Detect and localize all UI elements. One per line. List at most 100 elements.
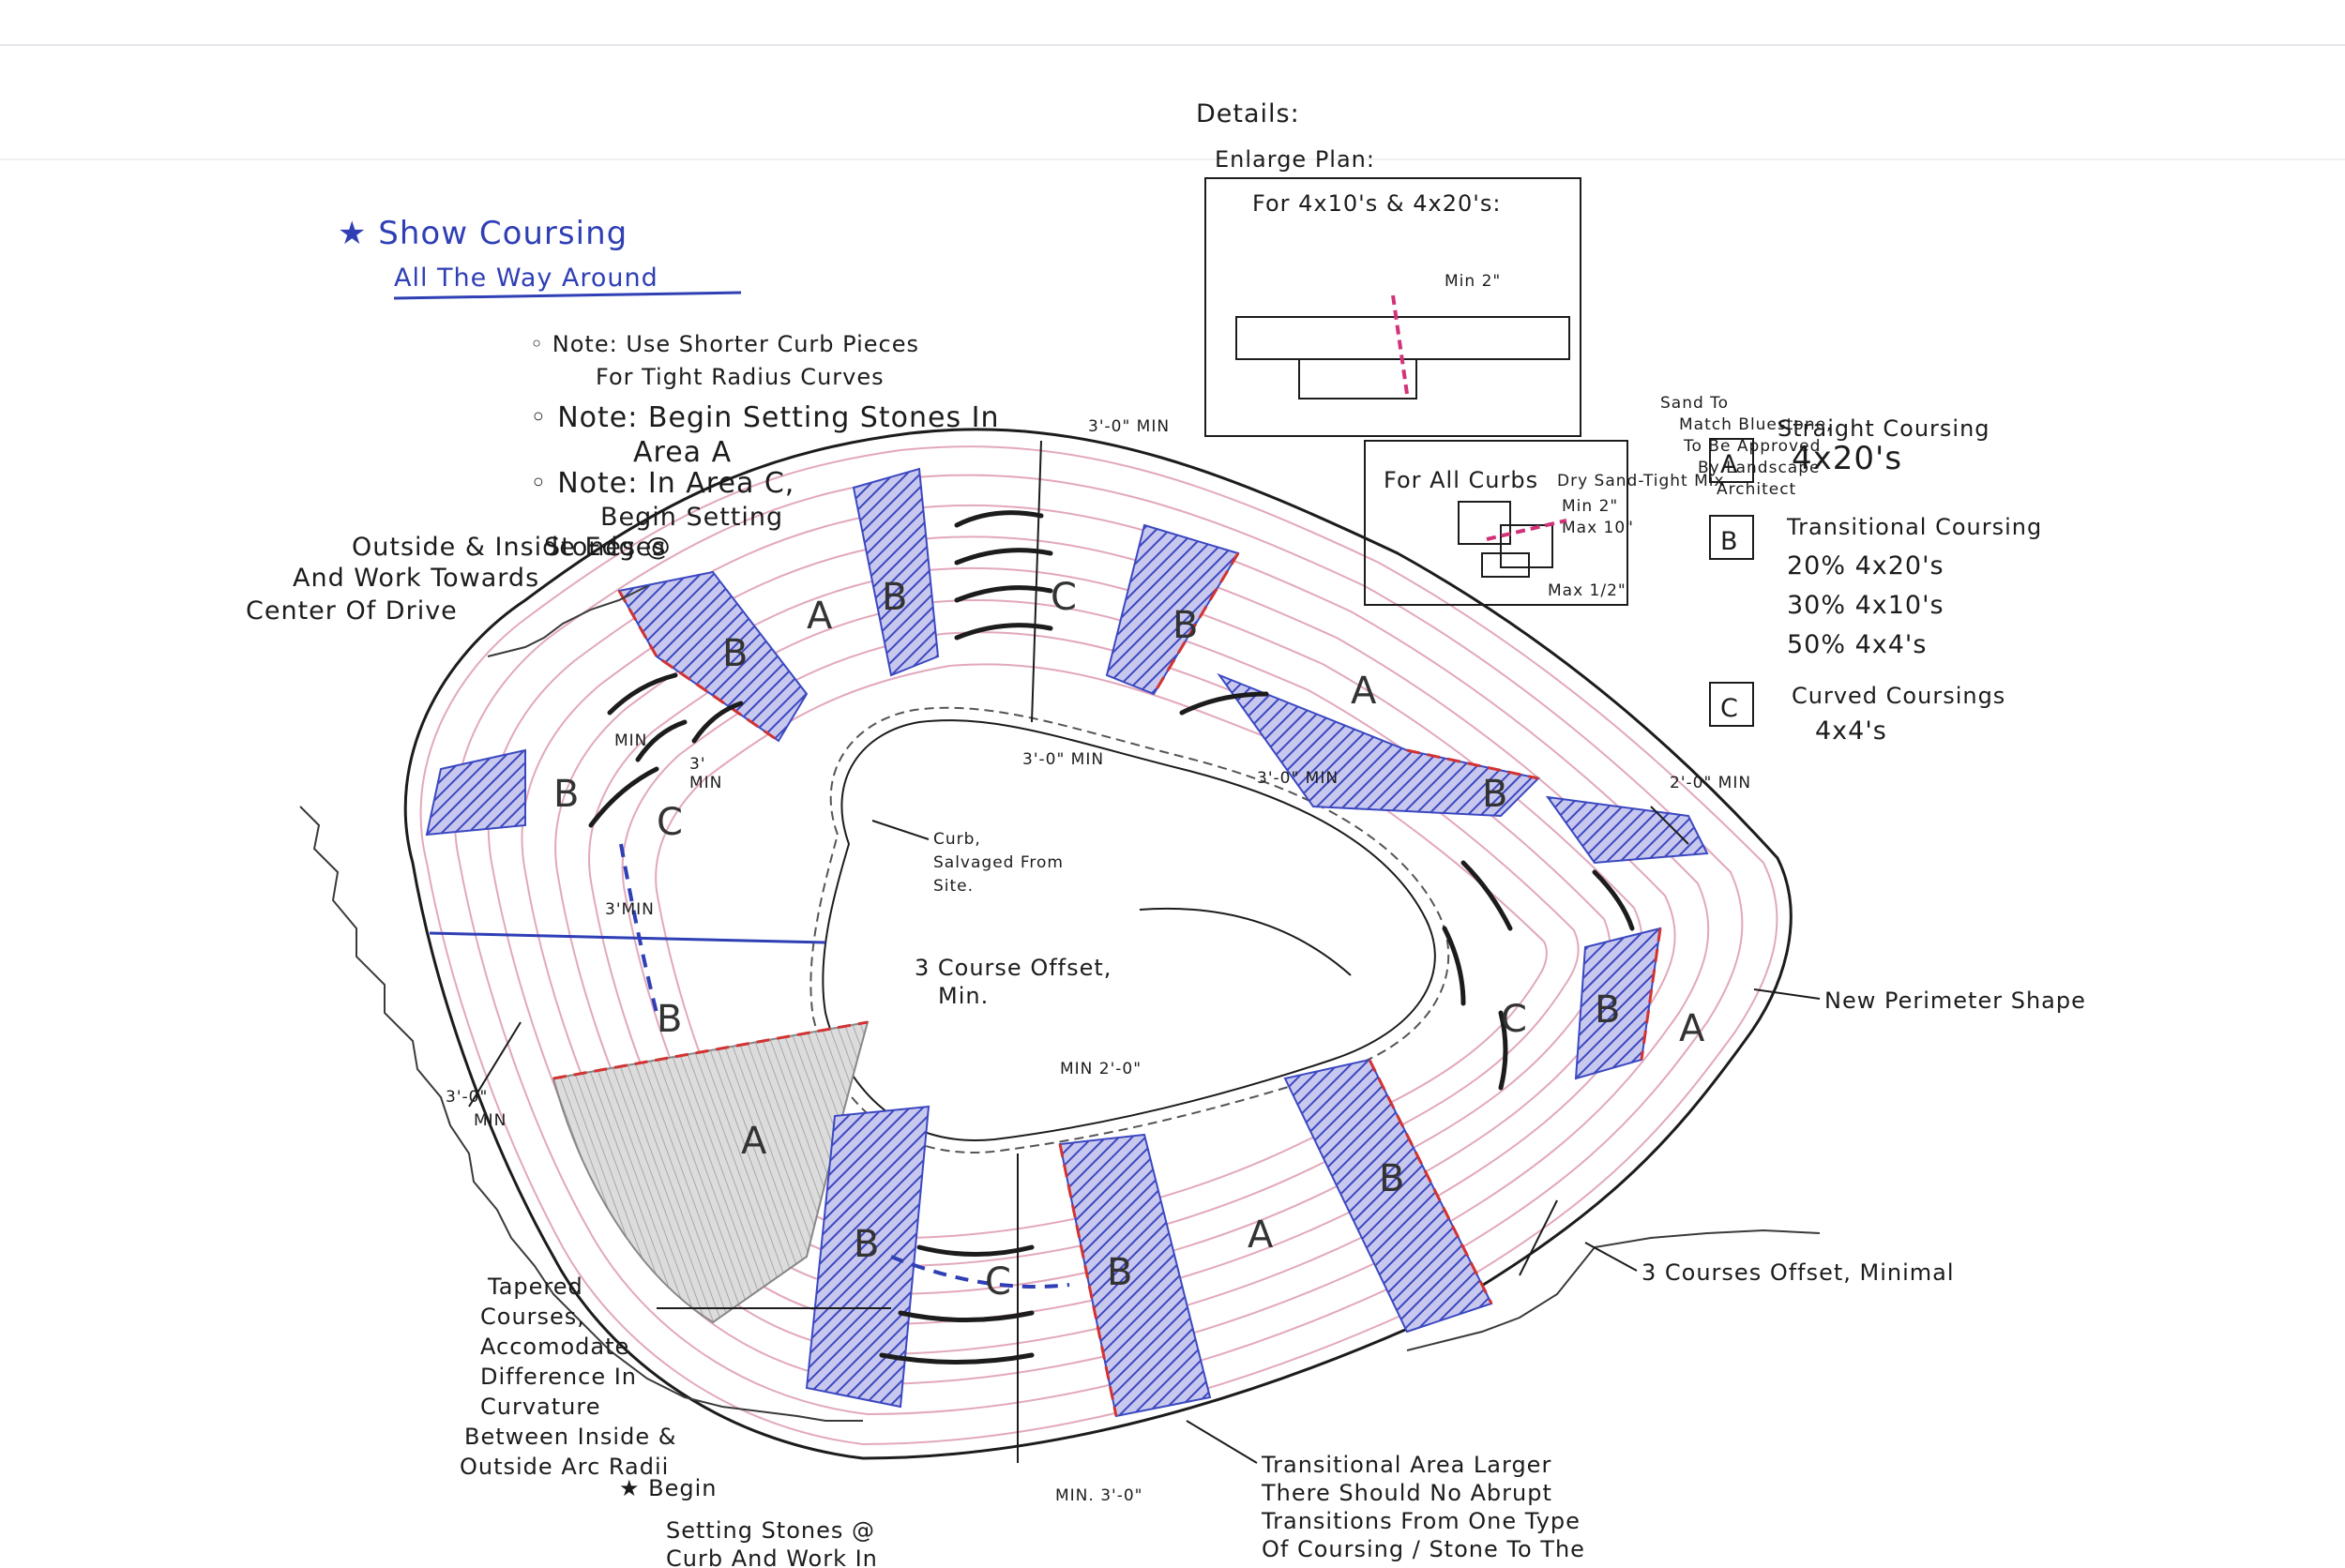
- offset-label: 3 Course Offset,: [915, 955, 1112, 981]
- begin-label: ★ Begin: [619, 1475, 718, 1501]
- dash-line-left: [619, 843, 658, 1014]
- detail-box1-label: For 4x10's & 4x20's:: [1252, 190, 1501, 217]
- transitional-zones: [425, 467, 1709, 1418]
- area-label: A: [807, 595, 833, 638]
- sand-note: Sand To: [1660, 394, 1729, 413]
- sand-note: To Be Approved: [1683, 437, 1821, 456]
- note3-line6: Center Of Drive: [246, 596, 458, 626]
- note3-line5: And Work Towards: [293, 564, 539, 593]
- dim-label: 3'-0": [446, 1088, 488, 1107]
- leader-line: [1584, 1242, 1638, 1272]
- legend-key: C: [1720, 694, 1739, 723]
- begin-label: Setting Stones @: [666, 1517, 875, 1544]
- detail-box2-note2: Min 2": [1562, 497, 1618, 516]
- area-label: C: [657, 801, 684, 844]
- detail-box1-min: Min 2": [1445, 272, 1501, 291]
- details-title: Details:: [1196, 99, 1300, 128]
- dim-label: MIN: [614, 731, 647, 750]
- legend-key-box: [1709, 438, 1754, 483]
- tapered-label: Curvature: [480, 1394, 600, 1420]
- detail-box-1: [1204, 177, 1581, 437]
- dim-label: MIN: [689, 774, 722, 792]
- min-joint-mark: [1391, 294, 1409, 395]
- zone-b-right: [1217, 672, 1541, 818]
- legend-text: Curved Coursings: [1792, 683, 2005, 709]
- note3-line4: Outside & Inside Edges: [352, 533, 666, 562]
- dim-label: MIN 2'-0": [1060, 1060, 1142, 1078]
- area-label: A: [1351, 670, 1377, 713]
- zone-b-top-right: [1105, 523, 1240, 696]
- leader-line: [871, 820, 930, 840]
- transitional-label: Of Coursing / Stone To The: [1262, 1536, 1585, 1562]
- area-label: B: [1482, 773, 1508, 816]
- curb-joint-mark: [1486, 519, 1567, 541]
- sand-note: By Landscape: [1698, 459, 1820, 477]
- dim-label: MIN: [474, 1111, 507, 1130]
- legend-text: 30% 4x10's: [1787, 591, 1944, 620]
- legend-text: 50% 4x4's: [1787, 630, 1927, 659]
- curb-label: Curb,: [933, 830, 981, 849]
- star-note: ★ Show Coursing All The Way Around: [338, 215, 742, 300]
- underline: [393, 291, 742, 300]
- star-note-line2: All The Way Around: [394, 264, 658, 293]
- area-label: B: [722, 632, 749, 675]
- zone-b-bottom-left: [805, 1105, 930, 1409]
- section-line-left: [429, 931, 826, 944]
- tapered-label: Tapered: [487, 1274, 583, 1300]
- legend-key-box: [1709, 515, 1754, 560]
- offset-label: Min.: [938, 983, 989, 1009]
- area-label: A: [1248, 1214, 1274, 1257]
- note3-line1: ◦ Note: In Area C,: [530, 467, 794, 500]
- detail-box2-label: For All Curbs: [1384, 467, 1538, 493]
- outer-perimeter: [403, 428, 1793, 1460]
- legend-text: Straight Coursing: [1778, 415, 1990, 442]
- note2-line2: Area A: [633, 436, 732, 469]
- tapered-label: Between Inside &: [464, 1424, 676, 1450]
- dimension-lines: [468, 440, 1689, 1463]
- legend-text: 20% 4x20's: [1787, 551, 1944, 580]
- curb-label: Salvaged From: [933, 853, 1064, 872]
- begin-label: Curb And Work In: [666, 1545, 878, 1568]
- curved-courses: [588, 510, 1635, 1364]
- area-label: B: [1107, 1251, 1133, 1294]
- transitional-label: There Should No Abrupt: [1261, 1480, 1552, 1506]
- dim-label: 3'MIN: [605, 900, 655, 919]
- legend-text: Transitional Coursing: [1786, 514, 2042, 540]
- legend-key: B: [1720, 527, 1739, 556]
- area-label: A: [1679, 1007, 1705, 1050]
- leader-line: [1186, 1420, 1258, 1464]
- dim-label: 3'-0" MIN: [1088, 417, 1170, 436]
- tapered-label: Courses,: [480, 1304, 585, 1330]
- sand-note: Architect: [1717, 480, 1796, 499]
- dim-label: 3': [689, 755, 706, 774]
- courses-offset-label: 3 Courses Offset, Minimal: [1642, 1259, 1955, 1286]
- area-label: A: [741, 1120, 767, 1163]
- tapered-label: Outside Arc Radii: [460, 1454, 669, 1480]
- note1-line1: ◦ Note: Use Shorter Curb Pieces: [530, 331, 919, 357]
- transitional-label: Transitional Area Larger: [1261, 1452, 1551, 1478]
- note1-line2: For Tight Radius Curves: [596, 364, 885, 390]
- detail-box-2: [1364, 440, 1628, 606]
- area-label: C: [1051, 576, 1078, 619]
- zone-b-top-left: [617, 570, 809, 743]
- area-label: B: [657, 998, 683, 1041]
- legend-text: 4x20's: [1792, 440, 1902, 477]
- area-label: B: [854, 1223, 880, 1266]
- curb-stone: [1500, 524, 1553, 568]
- area-label: C: [985, 1260, 1012, 1304]
- notes-block: ◦ Note: Use Shorter Curb Pieces For Tigh…: [246, 331, 999, 626]
- annotations: 3'-0" MIN 3'-0" MIN 3'-0" MIN 2'-0" MIN …: [446, 417, 2085, 1568]
- area-a-shaded: [552, 1020, 870, 1324]
- drive-plan: [299, 428, 1821, 1463]
- details-block: Details: Enlarge Plan: For 4x10's & 4x20…: [1196, 99, 1832, 606]
- note2-line1: ◦ Note: Begin Setting Stones In: [530, 401, 999, 434]
- leader-line: [1139, 907, 1352, 976]
- leader-line: [1753, 988, 1821, 1000]
- sand-note: Match Bluestone,: [1679, 415, 1832, 434]
- stone-row-lower: [1298, 358, 1417, 400]
- stone-row-upper: [1235, 316, 1570, 360]
- dim-label: 2'-0" MIN: [1670, 774, 1751, 792]
- area-labels: A B B C B A B B C B C B A B A B C B A: [553, 576, 1705, 1304]
- detail-box2-note3: Max 10": [1562, 519, 1634, 537]
